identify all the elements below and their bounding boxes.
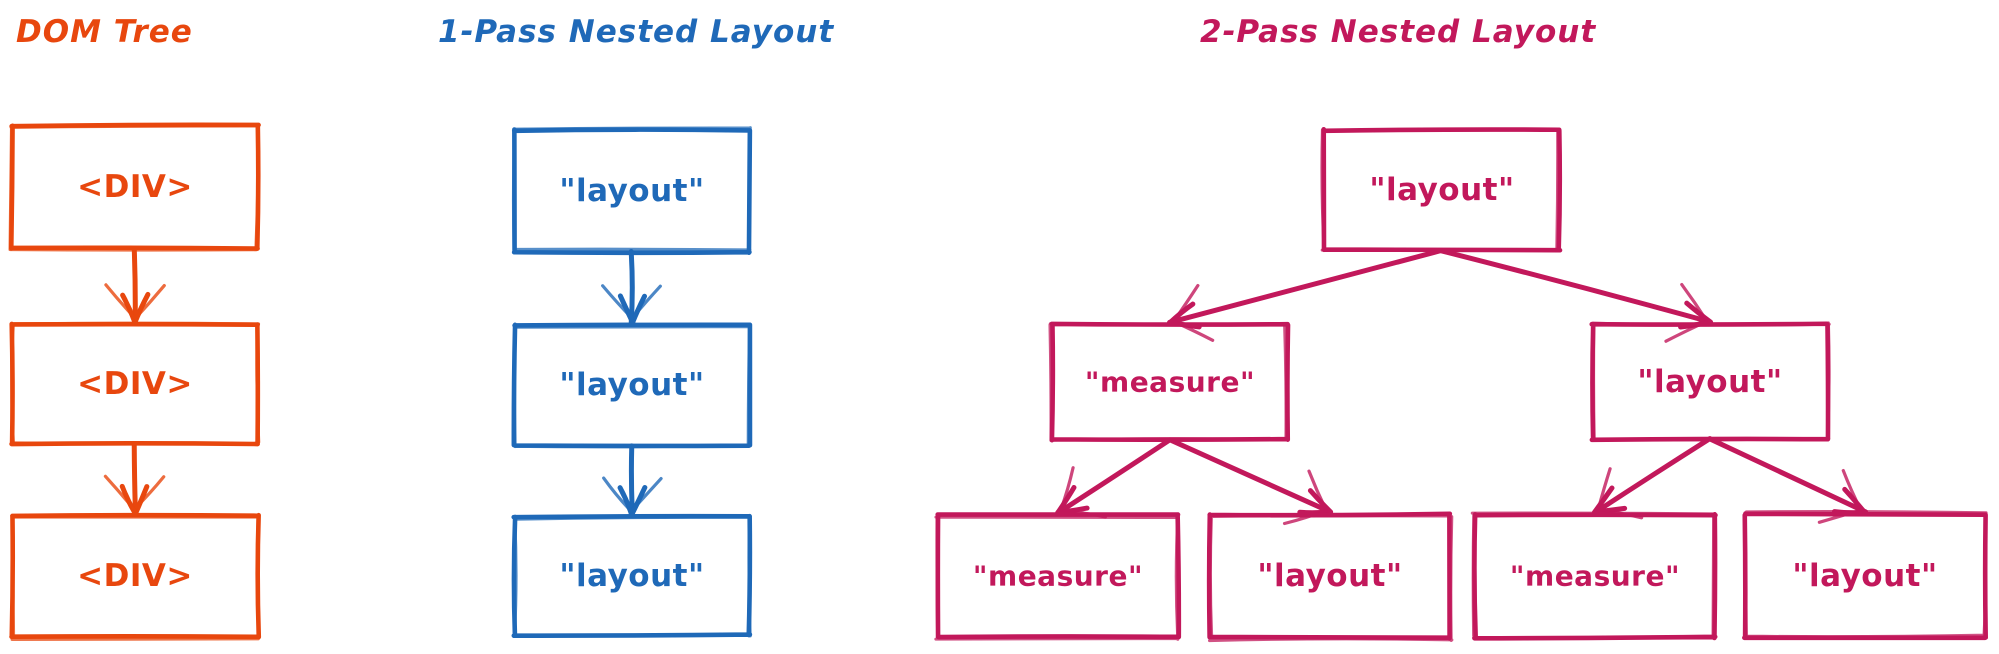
edge-dom-tree-0-head [104, 283, 138, 321]
node-label-dom-3: <DIV> [77, 558, 193, 594]
edge-two-pass-0-head [1171, 283, 1200, 324]
edge-two-pass-2-head [1059, 466, 1075, 512]
edge-one-pass-0-head [630, 284, 662, 321]
node-dom-1-edge [8, 124, 260, 252]
node-label-tp-rl2: "measure" [1509, 559, 1681, 593]
node-op-1-edge [511, 126, 752, 252]
edge-dom-tree-1-shaft [131, 441, 138, 516]
edge-two-pass-5-head [1841, 468, 1863, 513]
edge-one-pass-1-head [602, 476, 633, 513]
node-label-op-2: "layout" [559, 367, 705, 403]
node-tp-rr2-edge [1743, 510, 1988, 639]
edges-one-pass [601, 249, 663, 518]
node-label-op-3: "layout" [559, 558, 705, 594]
edge-two-pass-3-shaft [1167, 437, 1333, 515]
edge-two-pass-3-head [1307, 469, 1329, 513]
column-heading-two-pass: 2-Pass Nested Layout [1200, 14, 1597, 50]
node-label-dom-2: <DIV> [77, 366, 193, 402]
edge-one-pass-1-head [629, 476, 663, 513]
node-label-tp-r1: "layout" [1637, 364, 1783, 400]
edge-one-pass-0-shaft [628, 249, 635, 327]
edges-dom-tree [103, 246, 166, 516]
edge-dom-tree-0-head [120, 292, 138, 325]
node-tp-l1-edge [1048, 322, 1289, 442]
nodes-dom-tree [8, 122, 262, 642]
edge-two-pass-0-shaft [1167, 248, 1444, 325]
edge-two-pass-1-head [1680, 282, 1709, 323]
node-label-tp-ll2: "measure" [972, 559, 1144, 593]
node-label-dom-1: <DIV> [77, 169, 193, 205]
node-op-2-edge [513, 324, 752, 449]
edge-two-pass-1-shaft [1438, 248, 1713, 325]
edge-two-pass-5-shaft [1707, 436, 1869, 515]
column-heading-one-pass: 1-Pass Nested Layout [438, 14, 835, 50]
edge-one-pass-1-shaft [628, 443, 635, 517]
node-tp-ll2-edge [934, 513, 1180, 641]
edge-two-pass-4-head [1596, 467, 1612, 513]
node-label-op-1: "layout" [559, 173, 705, 209]
edge-two-pass-4-head [1591, 485, 1615, 515]
node-tp-root-edge [1320, 128, 1560, 253]
edge-one-pass-0-head [601, 284, 634, 320]
edge-two-pass-4-shaft [1592, 436, 1713, 515]
node-label-tp-rr2: "layout" [1792, 558, 1938, 594]
node-dom-2-edge [9, 321, 261, 446]
node-tp-rl2-edge [1470, 511, 1716, 640]
node-dom-3-edge [10, 514, 260, 642]
node-op-3-edge [512, 515, 752, 639]
node-label-tp-root: "layout" [1369, 172, 1515, 208]
nodes-two-pass [934, 126, 1988, 643]
node-tp-r1-edge [1590, 321, 1831, 442]
node-label-tp-lr2: "layout" [1257, 558, 1403, 594]
edge-dom-tree-0-shaft [131, 246, 138, 325]
column-heading-dom-tree: DOM Tree [16, 14, 193, 50]
node-tp-rl2-edge [1472, 512, 1718, 641]
node-tp-ll2-edge [935, 512, 1182, 640]
nodes-one-pass [511, 126, 753, 639]
edge-dom-tree-0-head [133, 283, 166, 320]
edge-two-pass-2-shaft [1055, 437, 1173, 516]
edge-dom-tree-1-head [103, 474, 137, 512]
edge-dom-tree-1-head [133, 475, 166, 511]
node-label-tp-l1: "measure" [1084, 365, 1256, 399]
node-tp-lr2-edge [1208, 514, 1454, 643]
